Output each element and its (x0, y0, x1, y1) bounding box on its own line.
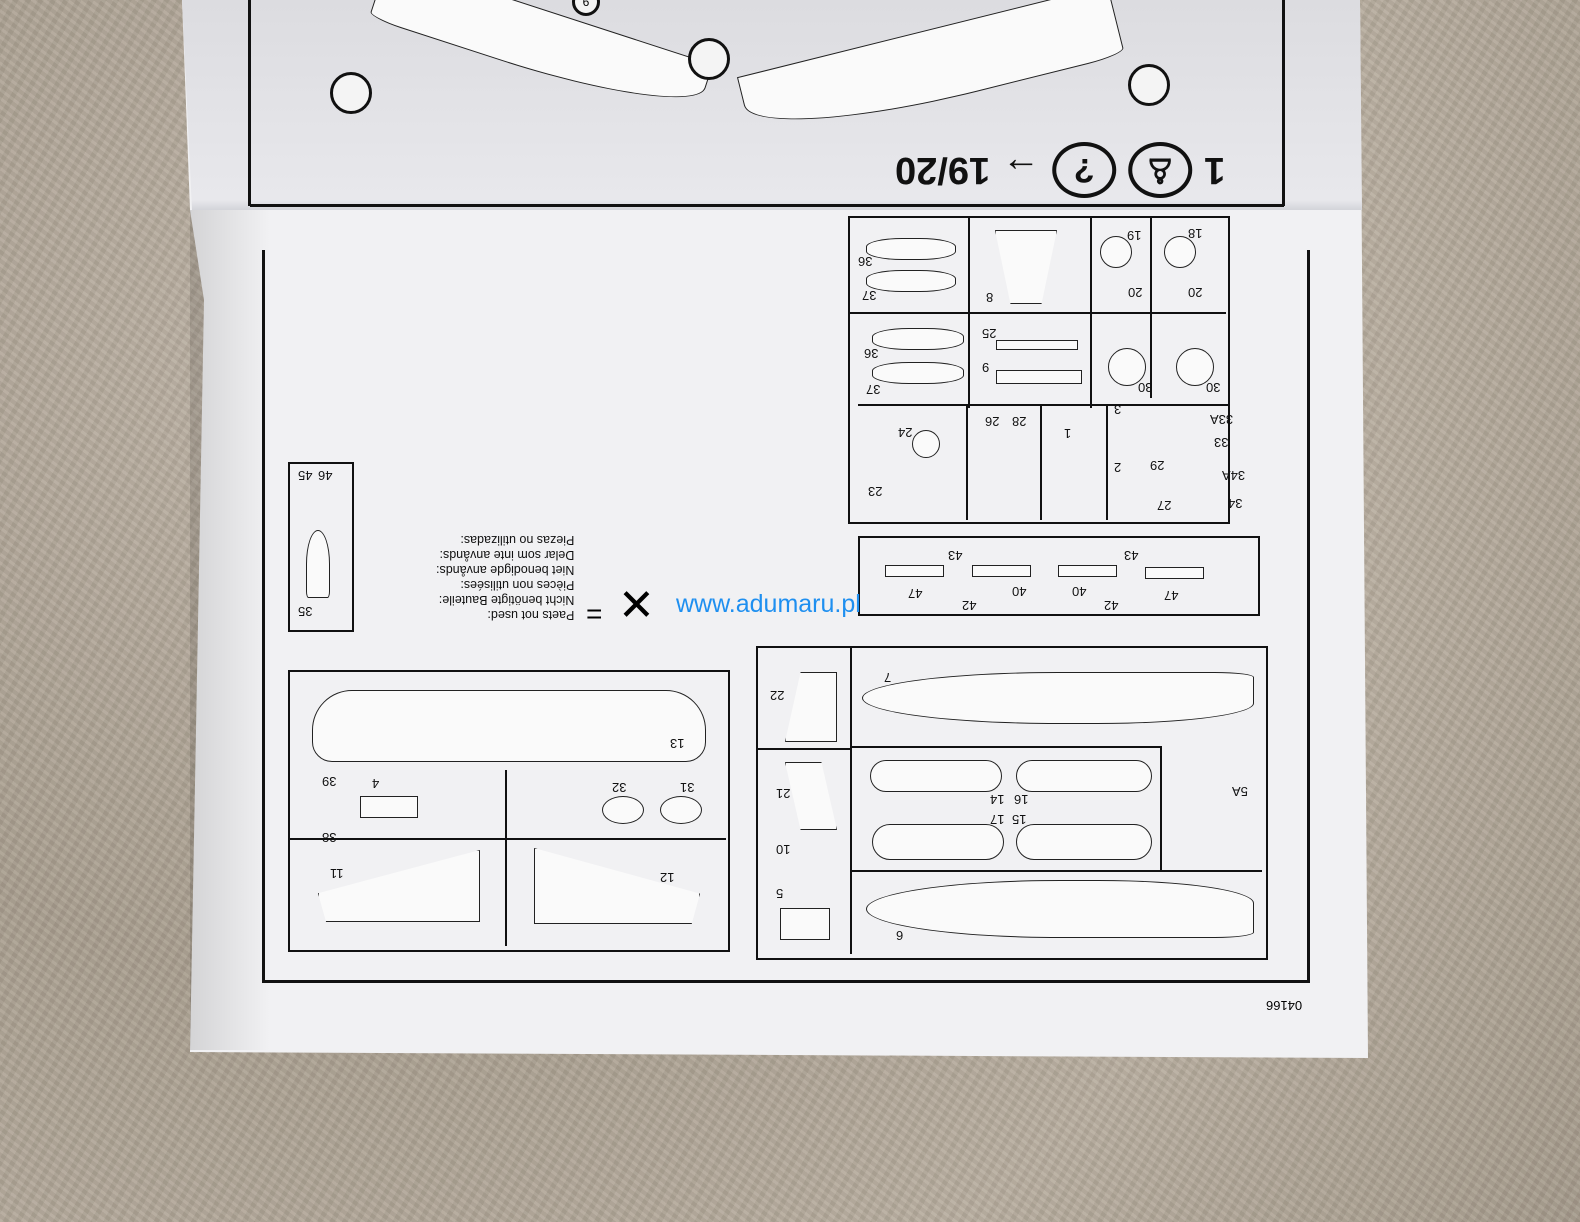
part-number-label: 43 (1124, 548, 1139, 563)
part-number-label: 43 (948, 548, 963, 563)
part-number-label: 28 (1012, 414, 1027, 429)
part-number-label: 37 (862, 288, 877, 303)
note-line: Delar som inte anvånds: (439, 548, 575, 562)
note-line: Pièces non utilisées: (460, 578, 575, 592)
part-number-label: 30 (1138, 380, 1153, 395)
sprue-e (288, 670, 730, 952)
part-number-label: 42 (962, 598, 977, 613)
step-target: 19/20 (895, 149, 991, 192)
sprue-d (756, 646, 1268, 960)
page-border (262, 250, 1310, 983)
part-number-label: 42 (1104, 598, 1119, 613)
glue-callout-icon (688, 38, 730, 80)
part-number-label: 9 (982, 360, 990, 375)
part-number-label: 36 (864, 346, 879, 361)
catalog-code: 04166 (1266, 998, 1303, 1013)
part-number-label: 40 (1012, 584, 1027, 599)
part-number-label: 4 (372, 776, 380, 791)
part-number-label: 46 (318, 468, 333, 483)
sprue-b (858, 536, 1260, 616)
part-callout: 6 (572, 0, 600, 16)
part-number-label: 45 (298, 468, 313, 483)
part-number-label: 34 (1228, 496, 1243, 511)
part-number-label: 7 (884, 670, 892, 685)
part-number-label: 3 (1114, 402, 1122, 417)
part-number-label: 5 (776, 886, 784, 901)
part-number-label: 37 (866, 382, 881, 397)
part-number-label: 36 (858, 254, 873, 269)
question-icon: ? (1052, 142, 1117, 198)
part-number-label: 30 (1206, 380, 1221, 395)
page-shadow (190, 210, 270, 1050)
frame-line (248, 0, 251, 206)
note-line: Paets not used: (487, 608, 575, 622)
sprue-a (848, 216, 1230, 524)
part-number-label: 24 (898, 425, 913, 440)
part-number-label: 34A (1222, 468, 1246, 483)
glue-callout-icon (330, 72, 372, 114)
part-number-label: 38 (322, 830, 337, 845)
part-number-label: 33A (1210, 412, 1234, 427)
sprue-c (288, 462, 354, 632)
part-number-label: 31 (680, 780, 695, 795)
unused-parts-note: Paets not used: Nicht benötigte Bauteile… (436, 532, 574, 622)
part-number-label: 47 (908, 586, 923, 601)
cross-icon: ✕ (618, 581, 655, 630)
part-number-label: 8 (986, 290, 994, 305)
part-number-label: 15 (1012, 812, 1027, 827)
part-number-label: 5A (1232, 784, 1248, 799)
frame-line (1282, 0, 1285, 206)
step-indicator: 1 ♙ ? → 19/20 (895, 142, 1225, 198)
part-number-label: 18 (1188, 226, 1203, 241)
note-line: Piezas no utilizadas: (460, 533, 575, 547)
part-number-label: 1 (1064, 426, 1072, 441)
part-number-label: 27 (1157, 498, 1172, 513)
part-number-label: 40 (1072, 584, 1087, 599)
arrow-icon: → (1002, 149, 1041, 192)
part-number-label: 19 (1127, 228, 1142, 243)
part-number-label: 16 (1014, 792, 1029, 807)
part-number-label: 13 (670, 736, 685, 751)
part-number-label: 20 (1188, 285, 1203, 300)
watermark: www.adumaru.pl (676, 590, 861, 618)
part-number-label: 32 (612, 780, 627, 795)
part-number-label: 12 (660, 870, 675, 885)
part-number-label: 2 (1114, 460, 1122, 475)
part-number-label: 25 (982, 326, 997, 341)
equals-sign: = (586, 599, 603, 630)
part-number-label: 20 (1128, 285, 1143, 300)
part-number-label: 6 (896, 928, 904, 943)
part-number-label: 22 (770, 688, 785, 703)
part-number-label: 11 (330, 866, 344, 881)
part-number-label: 21 (776, 786, 791, 801)
glue-callout-icon (1128, 64, 1170, 106)
part-number-label: 26 (985, 414, 1000, 429)
part-number-label: 35 (298, 604, 313, 619)
glue-tube-icon: ♙ (1128, 142, 1193, 198)
step-number: 1 (1204, 149, 1226, 192)
part-number-label: 14 (990, 792, 1005, 807)
part-number-label: 23 (868, 484, 883, 499)
part-number-label: 29 (1150, 458, 1165, 473)
part-number-label: 10 (776, 842, 791, 857)
part-number-label: 39 (322, 774, 337, 789)
frame-line (250, 204, 1284, 207)
note-line: Niet benodigde anvånds: (436, 563, 575, 577)
part-number-label: 47 (1164, 588, 1179, 603)
note-line: Nicht benötigte Bauteile: (438, 593, 575, 607)
part-number-label: 33 (1214, 435, 1229, 450)
part-number-label: 17 (990, 812, 1005, 827)
